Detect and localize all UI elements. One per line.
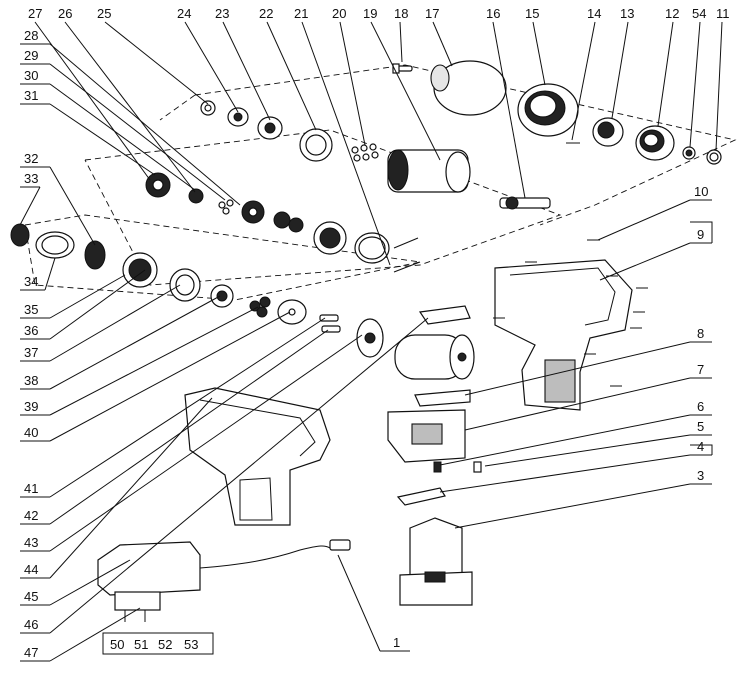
callout-23: 23 [215,6,229,21]
callout-30: 30 [24,68,38,83]
callout-6: 6 [697,399,704,414]
callout-31: 31 [24,88,38,103]
callout-40: 40 [24,425,38,440]
callout-36: 36 [24,323,38,338]
callout-9: 9 [697,227,704,242]
callout-26: 26 [58,6,72,21]
callout-29: 29 [24,48,38,63]
callout-10: 10 [694,184,708,199]
callout-47: 47 [24,645,38,660]
callout-54: 54 [692,6,706,21]
callout-21: 21 [294,6,308,21]
leader-lines [19,21,723,662]
callout-18: 18 [394,6,408,21]
callout-42: 42 [24,508,38,523]
callout-15: 15 [525,6,539,21]
callout-53: 53 [184,637,198,652]
callout-35: 35 [24,302,38,317]
callout-33: 33 [24,171,38,186]
callout-52: 52 [158,637,172,652]
callout-1: 1 [393,635,400,650]
motor-switch-parts [319,305,482,506]
callout-17: 17 [425,6,439,21]
callout-labels: 27 26 25 24 23 22 21 20 19 18 17 16 15 1… [24,6,730,660]
callout-45: 45 [24,589,38,604]
callout-19: 19 [363,6,377,21]
callout-44: 44 [24,562,38,577]
callout-38: 38 [24,373,38,388]
front-gearbox-parts [200,60,722,210]
planetary-stage-parts [145,172,421,273]
housing-halves [184,259,633,526]
callout-8: 8 [697,326,704,341]
callout-16: 16 [486,6,500,21]
callout-32: 32 [24,151,38,166]
callout-12: 12 [665,6,679,21]
callout-41: 41 [24,481,38,496]
callout-27: 27 [28,6,42,21]
callout-51: 51 [134,637,148,652]
charger-parts-box [102,632,214,655]
callout-20: 20 [332,6,346,21]
callout-43: 43 [24,535,38,550]
callout-34: 34 [24,274,38,289]
callout-28: 28 [24,28,38,43]
callout-3: 3 [697,468,704,483]
callout-22: 22 [259,6,273,21]
callout-5: 5 [697,419,704,434]
callout-39: 39 [24,399,38,414]
callout-46: 46 [24,617,38,632]
callout-25: 25 [97,6,111,21]
screws [493,239,648,387]
callout-11: 11 [716,6,730,21]
callout-37: 37 [24,345,38,360]
callout-7: 7 [697,362,704,377]
callout-50: 50 [110,637,124,652]
battery-charger [97,517,473,622]
callout-24: 24 [177,6,191,21]
callout-14: 14 [587,6,601,21]
callout-4: 4 [697,439,704,454]
lower-stage-parts [10,223,307,325]
callout-13: 13 [620,6,634,21]
